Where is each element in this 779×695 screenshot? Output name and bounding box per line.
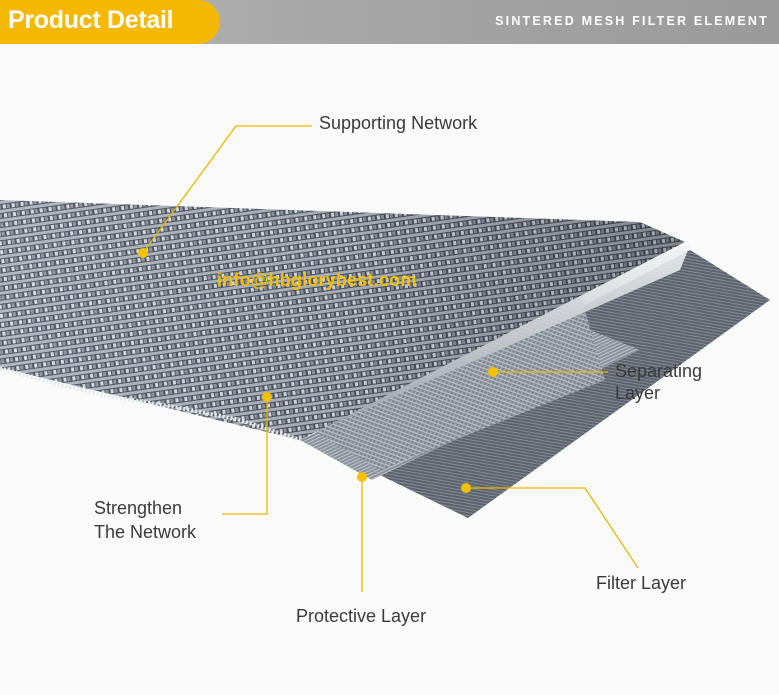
label-separating-layer-line1: Separating	[615, 360, 702, 382]
dot-supporting-network	[138, 248, 148, 258]
header-title-tab: Product Detail	[0, 0, 220, 44]
label-protective-layer: Protective Layer	[296, 605, 426, 627]
page-subtitle: SINTERED MESH FILTER ELEMENT	[495, 14, 769, 28]
dot-protective-layer	[357, 472, 367, 482]
label-filter-layer: Filter Layer	[596, 572, 686, 594]
header-bar: Product Detail SINTERED MESH FILTER ELEM…	[0, 0, 779, 44]
email-watermark: info@hbglorybest.com	[217, 270, 417, 291]
label-strengthen-network: Strengthen The Network	[94, 496, 196, 544]
dot-strengthen	[262, 392, 272, 402]
label-strengthen-line1: Strengthen	[94, 496, 196, 520]
label-supporting-network: Supporting Network	[319, 112, 477, 134]
page-title: Product Detail	[8, 6, 173, 35]
label-separating-layer-line2: Layer	[615, 382, 702, 404]
label-separating-layer: Separating Layer	[615, 360, 702, 404]
dot-filter-layer	[461, 483, 471, 493]
label-strengthen-line2: The Network	[94, 520, 196, 544]
dot-separating-layer	[488, 367, 498, 377]
